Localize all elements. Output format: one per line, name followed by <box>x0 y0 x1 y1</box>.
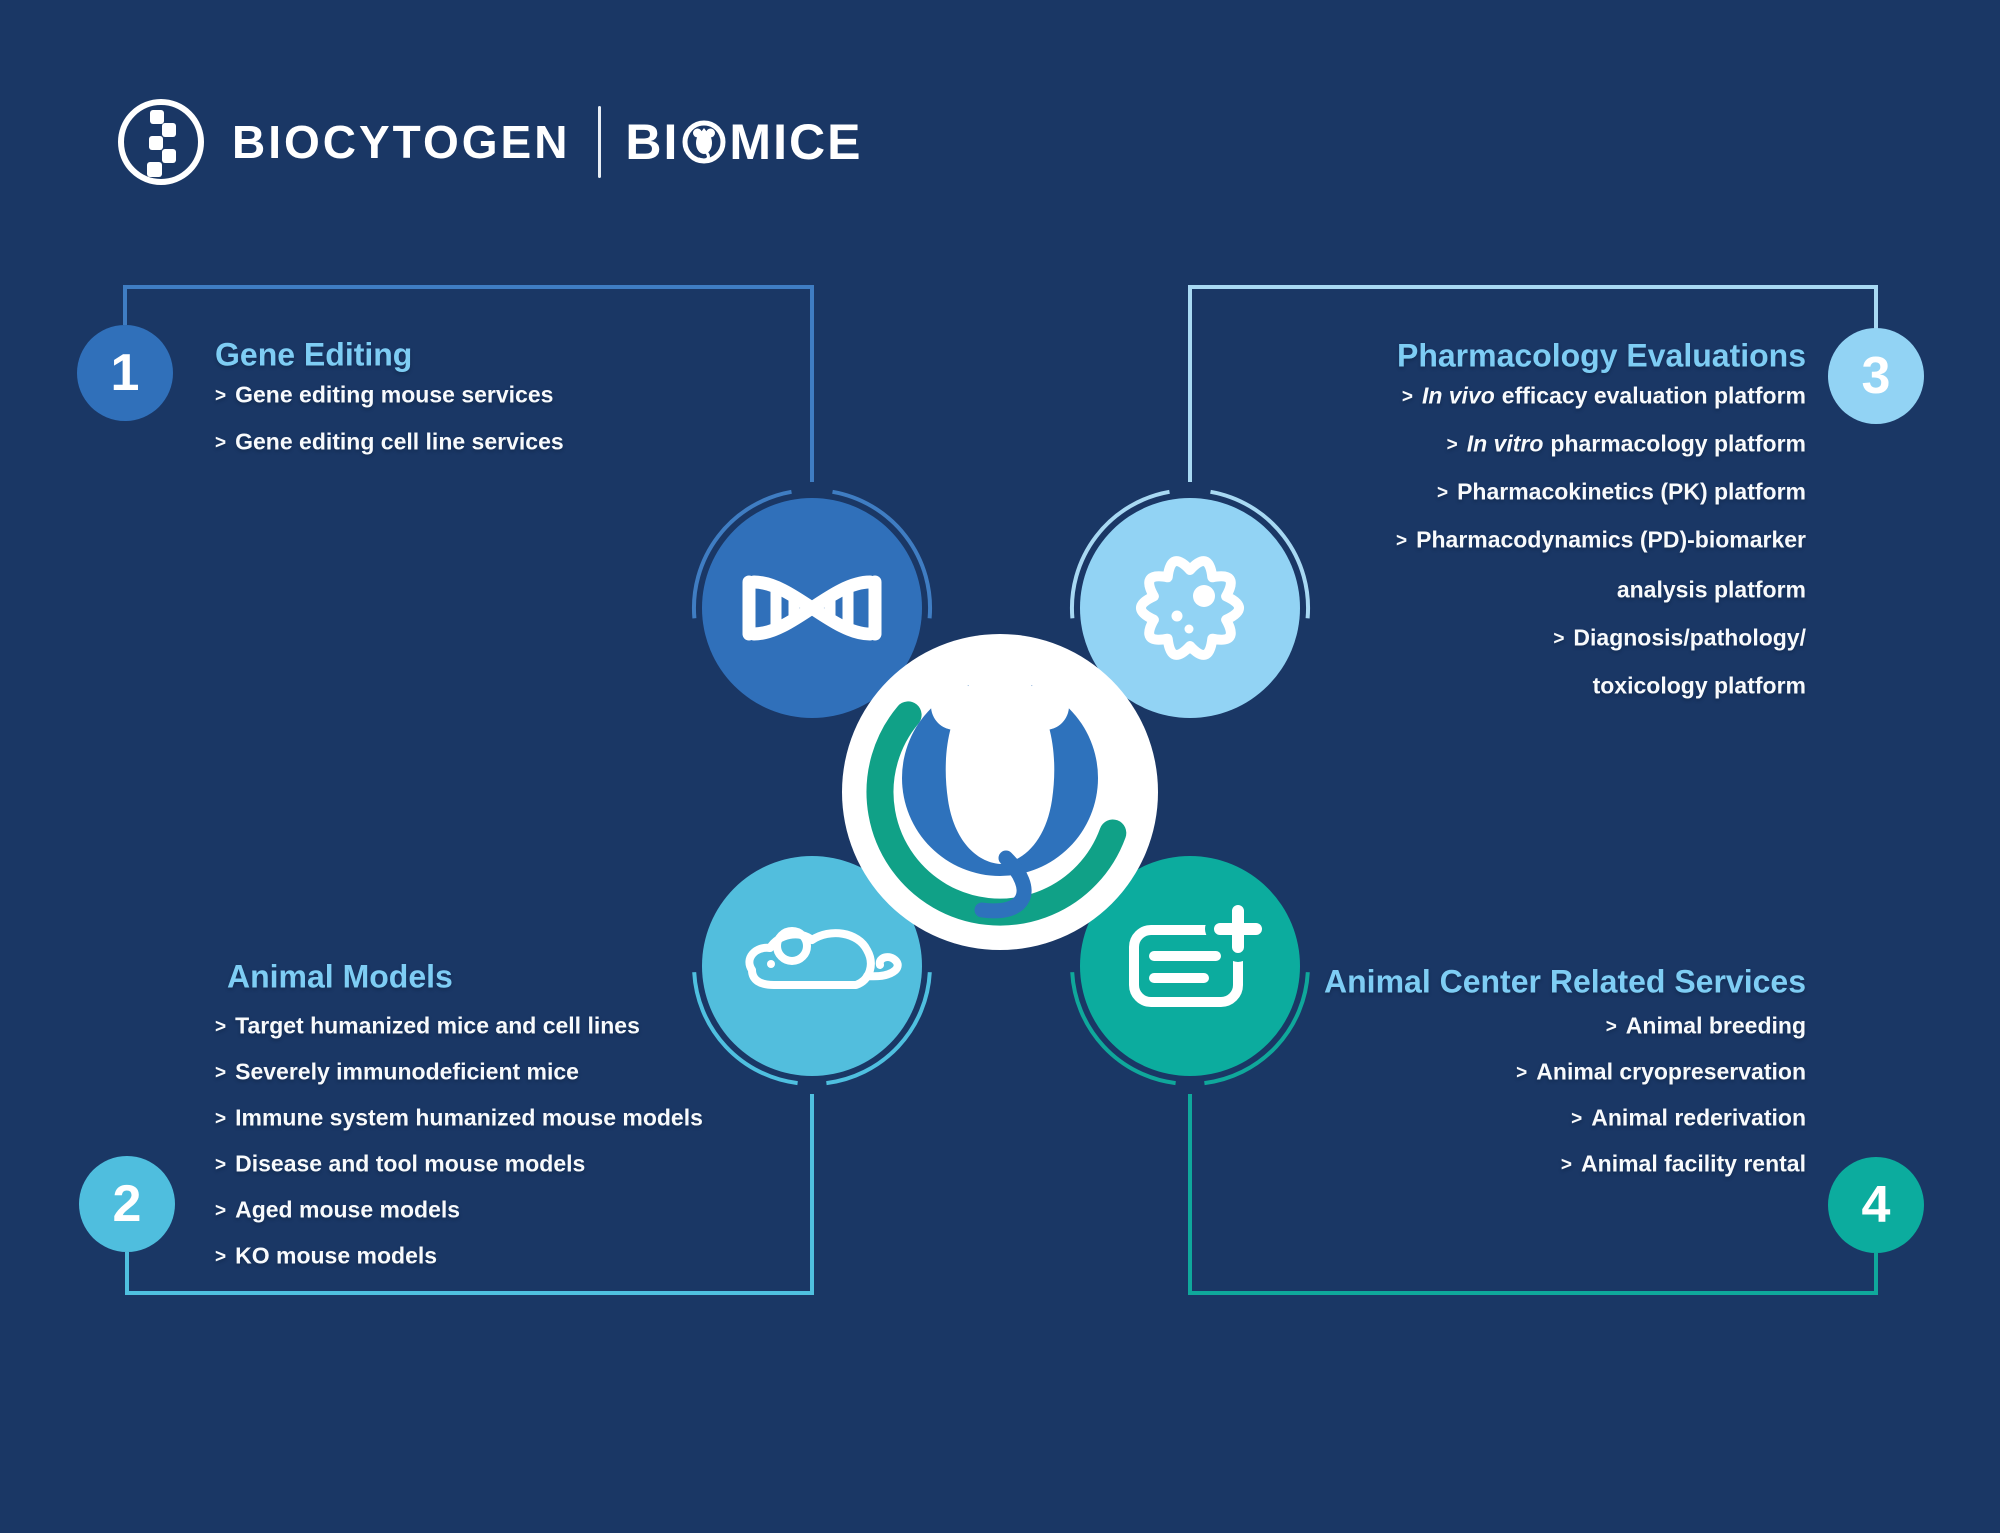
chevron-bullet-icon: > <box>1553 628 1565 650</box>
badge-3: 3 <box>1828 328 1924 424</box>
arc-card-right <box>1204 972 1310 1086</box>
dna-icon <box>742 575 882 641</box>
q3-item-text: Diagnosis/pathology/ <box>1573 624 1806 651</box>
biomice-mouse-o-icon <box>682 120 726 164</box>
q2-title: Animal Models <box>227 958 453 995</box>
mouse-icon <box>745 927 902 989</box>
q4-item-text: Animal breeding <box>1625 1012 1806 1039</box>
bracket-line-3 <box>1188 285 1878 482</box>
biocytogen-logo-icon <box>118 99 204 185</box>
chevron-bullet-icon: > <box>215 1200 227 1222</box>
badge-2: 2 <box>79 1156 175 1252</box>
q1-item-text: Gene editing mouse services <box>235 381 554 408</box>
q2-item-text: Aged mouse models <box>235 1196 461 1223</box>
arc-dna-right <box>832 489 933 619</box>
q3-item-italic: In vivo <box>1421 382 1495 409</box>
chevron-bullet-icon: > <box>1446 434 1458 456</box>
chevron-bullet-icon: > <box>1516 1062 1528 1084</box>
q3-item-text: Pharmacokinetics (PK) platform <box>1457 478 1806 505</box>
arc-cell-left <box>1069 489 1170 619</box>
q1-item-text: Gene editing cell line services <box>235 428 564 455</box>
q3-item-text: Pharmacodynamics (PD)-biomarker <box>1416 526 1806 553</box>
q4-item: > Animal facility rental <box>1561 1151 1806 1178</box>
brand-divider <box>598 106 602 178</box>
chevron-bullet-icon: > <box>215 1246 227 1268</box>
arc-card-left <box>1070 972 1176 1086</box>
chevron-bullet-icon: > <box>1396 530 1408 552</box>
q2-item-text: Disease and tool mouse models <box>235 1150 586 1177</box>
q4-item: > Animal breeding <box>1606 1013 1806 1040</box>
chevron-bullet-icon: > <box>215 1154 227 1176</box>
q4-item: > Animal cryopreservation <box>1516 1059 1806 1086</box>
chevron-bullet-icon: > <box>1571 1108 1583 1130</box>
q3-item-italic: In vitro <box>1466 430 1544 457</box>
q3-item-text: analysis platform <box>1616 576 1806 603</box>
q3-item: > Diagnosis/pathology/ <box>1553 625 1806 652</box>
arc-cell-right <box>1210 489 1311 619</box>
brand-name-biocytogen: BIOCYTOGEN <box>232 116 571 168</box>
q3-item: > Pharmacodynamics (PD)-biomarker <box>1396 527 1806 554</box>
pharmacology-circle <box>1080 498 1300 718</box>
q2-item: > Severely immunodeficient mice <box>215 1059 579 1086</box>
chevron-bullet-icon: > <box>1560 1154 1573 1176</box>
badge-4: 4 <box>1828 1157 1924 1253</box>
badge-1: 1 <box>77 325 173 421</box>
chevron-bullet-icon: > <box>1401 386 1413 408</box>
q3-item-text: pharmacology platform <box>1550 430 1806 457</box>
brand-name-biomice: BI MICE <box>625 113 862 171</box>
card-plus-icon <box>1129 896 1271 1007</box>
animal-models-circle <box>702 856 922 1076</box>
center-mouse-icon <box>931 650 1069 919</box>
q3-item-text: efficacy evaluation platform <box>1501 382 1806 409</box>
q1-title: Gene Editing <box>215 336 413 373</box>
q3-item-continuation: analysis platform <box>1617 577 1806 604</box>
q3-item-text: toxicology platform <box>1592 672 1806 699</box>
q4-item-text: Animal cryopreservation <box>1536 1058 1806 1085</box>
q2-item: > Target humanized mice and cell lines <box>215 1013 640 1040</box>
q4-item-text: Animal facility rental <box>1581 1150 1806 1177</box>
q3-title: Pharmacology Evaluations <box>1396 337 1806 374</box>
chevron-bullet-icon: > <box>1436 482 1449 504</box>
bracket-line-1 <box>123 285 814 482</box>
center-logo-swoosh <box>866 701 1127 926</box>
brand-header: BIOCYTOGEN BI MICE <box>116 98 862 186</box>
chevron-bullet-icon: > <box>215 1062 227 1084</box>
q2-item-text: Immune system humanized mouse models <box>235 1104 703 1131</box>
orbit-arcs <box>691 489 1311 1086</box>
chevron-bullet-icon: > <box>1605 1016 1617 1038</box>
chevron-bullet-icon: > <box>215 432 227 454</box>
biomice-suffix: MICE <box>729 114 863 170</box>
arc-mouse-left <box>692 972 798 1086</box>
q2-item-text: KO mouse models <box>235 1242 438 1269</box>
q4-item: > Animal rederivation <box>1571 1105 1806 1132</box>
q2-item: > KO mouse models <box>215 1243 437 1270</box>
q2-item: > Disease and tool mouse models <box>215 1151 585 1178</box>
q2-item: > Aged mouse models <box>215 1197 460 1224</box>
q1-item: > Gene editing cell line services <box>215 429 564 456</box>
bracket-line-4 <box>1188 1094 1878 1295</box>
q3-item: > Pharmacokinetics (PK) platform <box>1437 479 1806 506</box>
q4-title: Animal Center Related Services <box>1324 963 1806 1000</box>
q4-item-text: Animal rederivation <box>1591 1104 1806 1131</box>
q2-item: > Immune system humanized mouse models <box>215 1105 703 1132</box>
bracket-line-2 <box>125 1094 814 1295</box>
biomice-prefix: BI <box>625 114 680 170</box>
q2-item-text: Severely immunodeficient mice <box>235 1058 579 1085</box>
arc-mouse-right <box>826 972 932 1086</box>
chevron-bullet-icon: > <box>215 385 227 407</box>
chevron-bullet-icon: > <box>215 1108 227 1130</box>
center-logo <box>842 634 1158 950</box>
cell-icon <box>1136 556 1244 660</box>
arc-dna-left <box>691 489 792 619</box>
chevron-bullet-icon: > <box>215 1016 227 1038</box>
q3-item-continuation: toxicology platform <box>1593 673 1806 700</box>
q2-item-text: Target humanized mice and cell lines <box>235 1012 640 1039</box>
q1-item: > Gene editing mouse services <box>215 382 553 409</box>
